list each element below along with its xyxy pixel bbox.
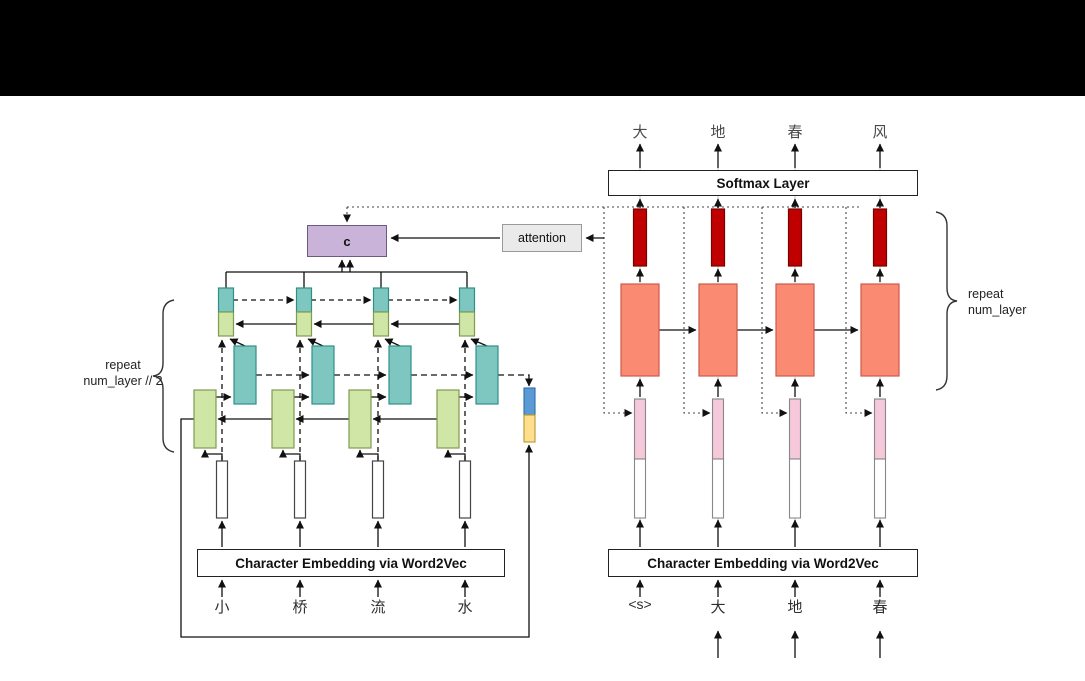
embedding-bar bbox=[711, 458, 725, 519]
encoder-backward-cells bbox=[233, 345, 499, 405]
decoder-state-bar bbox=[710, 208, 726, 267]
attention-dotted-links bbox=[343, 206, 873, 417]
upper-backward-cell bbox=[372, 287, 390, 313]
right-repeat-brace bbox=[935, 211, 958, 391]
decoder-rnn-block bbox=[620, 283, 660, 377]
attention-label: attention bbox=[518, 231, 566, 245]
upper-forward-cell bbox=[295, 311, 313, 337]
softmax-layer-label: Softmax Layer bbox=[716, 175, 810, 191]
encoder-repeat-label: repeat num_layer // 2 bbox=[83, 358, 163, 388]
embedding-bar bbox=[371, 460, 385, 519]
top-letterbox bbox=[0, 0, 1085, 96]
encoder-input-char-3: 流 bbox=[370, 599, 386, 616]
forward-rnn-cell bbox=[193, 389, 217, 449]
decoder-state-bar bbox=[787, 208, 803, 267]
encoder-upper-layer-stacks bbox=[217, 287, 476, 337]
forward-rnn-cell bbox=[271, 389, 295, 449]
vertical-connection-arrows bbox=[201, 143, 884, 658]
encoder-input-char-4: 水 bbox=[457, 599, 473, 616]
backward-rnn-cell bbox=[233, 345, 257, 405]
encoder-concat-state-bar bbox=[523, 387, 536, 443]
encoder-embedding-box: Character Embedding via Word2Vec bbox=[197, 549, 505, 577]
decoder-hidden-state-bars bbox=[632, 208, 888, 267]
decoder-output-char-2: 地 bbox=[710, 124, 726, 141]
decoder-input-char-3: 地 bbox=[787, 599, 803, 616]
repeat-braces bbox=[152, 211, 958, 453]
embedding-pink-bar bbox=[711, 398, 725, 460]
decoder-output-char-4: 风 bbox=[872, 124, 888, 141]
embedding-bar bbox=[215, 460, 229, 519]
embedding-bar bbox=[873, 458, 887, 519]
recurrent-chain-arrows bbox=[217, 296, 859, 423]
embedding-bar bbox=[633, 458, 647, 519]
encoder-forward-cells bbox=[193, 389, 460, 449]
embedding-bar bbox=[788, 458, 802, 519]
upper-backward-cell bbox=[217, 287, 235, 313]
embedding-pink-bar bbox=[873, 398, 887, 460]
decoder-rnn-block bbox=[775, 283, 815, 377]
decoder-rnn-block bbox=[698, 283, 738, 377]
backward-rnn-cell bbox=[475, 345, 499, 405]
encoder-input-char-2: 桥 bbox=[292, 599, 308, 616]
concat-backward-part bbox=[523, 414, 536, 443]
embedding-bar bbox=[293, 460, 307, 519]
decoder-guide-lines bbox=[639, 146, 881, 546]
context-vector-box: c bbox=[307, 225, 387, 257]
forward-rnn-cell bbox=[348, 389, 372, 449]
backward-rnn-cell bbox=[388, 345, 412, 405]
backward-rnn-cell bbox=[311, 345, 335, 405]
concat-forward-part bbox=[523, 387, 536, 416]
upper-forward-cell bbox=[217, 311, 235, 337]
attention-box: attention bbox=[502, 224, 582, 252]
decoder-state-bar bbox=[872, 208, 888, 267]
decoder-rnn-block bbox=[860, 283, 900, 377]
upper-backward-cell bbox=[458, 287, 476, 313]
upper-forward-cell bbox=[372, 311, 390, 337]
decoder-input-token-1: <s> bbox=[628, 596, 652, 612]
decoder-output-char-3: 春 bbox=[787, 124, 803, 141]
context-vector-label: c bbox=[343, 233, 351, 249]
decoder-rnn-blocks bbox=[620, 283, 900, 377]
decoder-output-char-1: 大 bbox=[632, 124, 648, 141]
decoder-input-char-4: 春 bbox=[872, 599, 888, 616]
encoder-embedding-bars bbox=[215, 460, 472, 519]
left-repeat-brace bbox=[152, 299, 175, 453]
encoder-embedding-label: Character Embedding via Word2Vec bbox=[235, 555, 467, 571]
decoder-embedding-box: Character Embedding via Word2Vec bbox=[608, 549, 918, 577]
decoder-input-char-2: 大 bbox=[710, 599, 726, 616]
decoder-state-bar bbox=[632, 208, 648, 267]
encoder-input-char-1: 小 bbox=[214, 599, 230, 616]
upper-forward-cell bbox=[458, 311, 476, 337]
decoder-embedding-label: Character Embedding via Word2Vec bbox=[647, 555, 879, 571]
encoder-final-state-loop bbox=[180, 418, 533, 638]
embedding-pink-bar bbox=[788, 398, 802, 460]
forward-rnn-cell bbox=[436, 389, 460, 449]
decoder-embedding-bars bbox=[633, 398, 887, 519]
softmax-layer-box: Softmax Layer bbox=[608, 170, 918, 196]
decoder-repeat-label: repeat num_layer bbox=[968, 287, 1027, 317]
embedding-bar bbox=[458, 460, 472, 519]
upper-backward-cell bbox=[295, 287, 313, 313]
embedding-pink-bar bbox=[633, 398, 647, 460]
